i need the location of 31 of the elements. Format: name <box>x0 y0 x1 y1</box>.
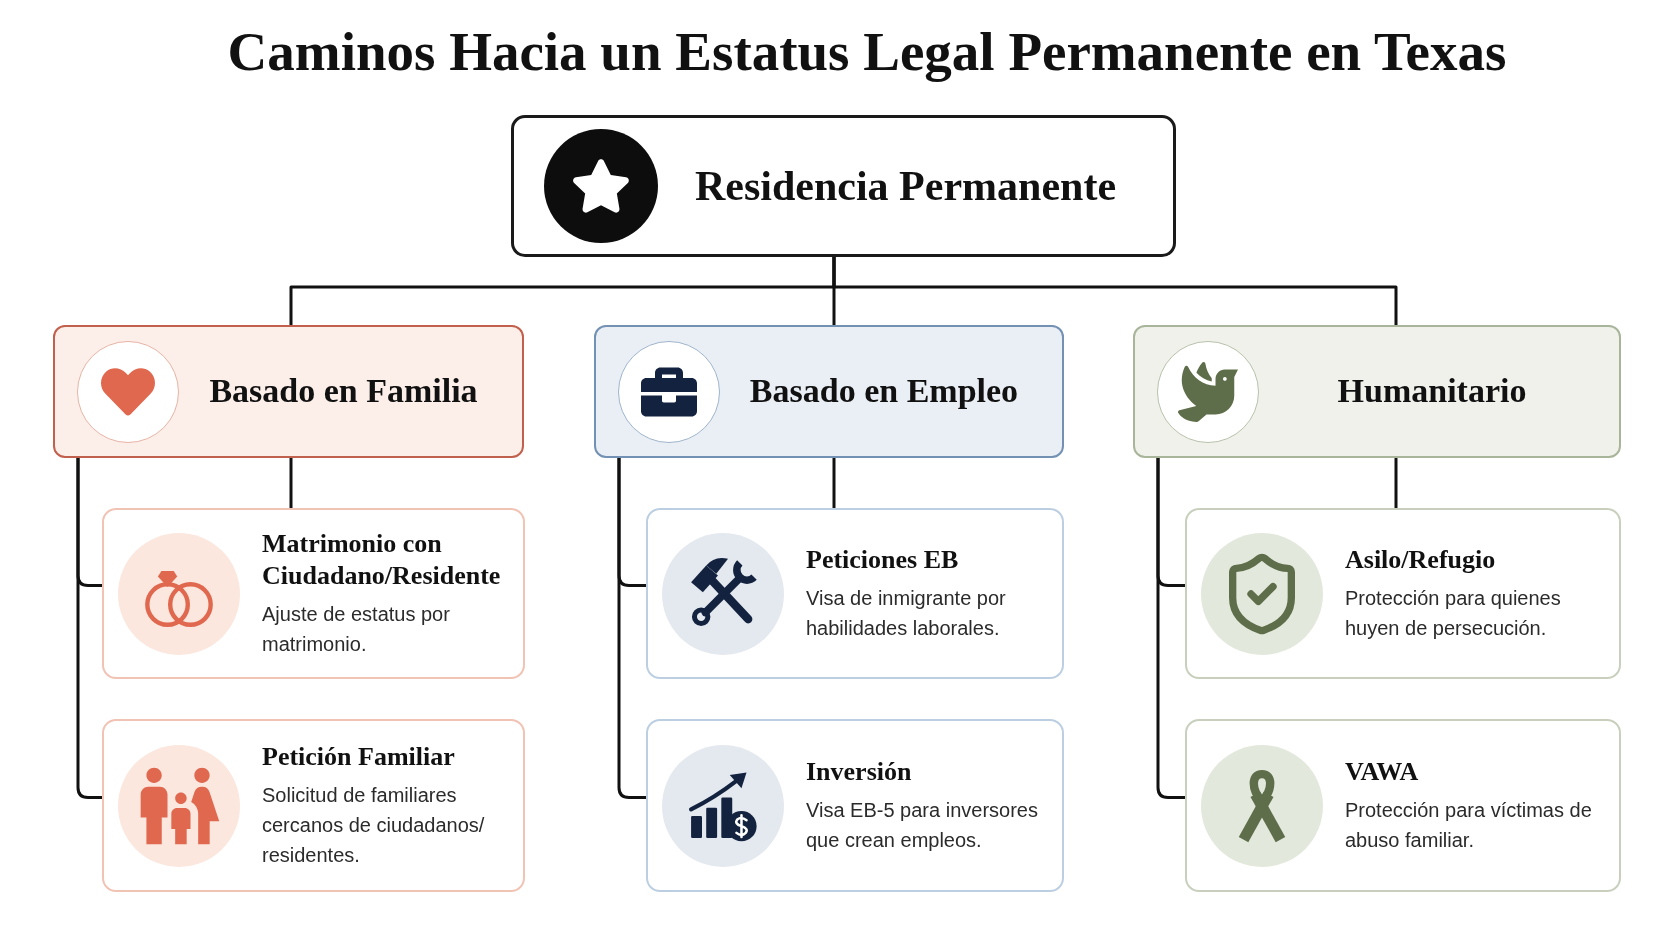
pathway-card <box>1185 719 1621 892</box>
node-description: Protección para víctimas de abuso familiar. <box>1345 798 1593 854</box>
node-description: Ajuste de estatus por matrimonio. <box>262 601 451 657</box>
node-title: VAWA <box>1345 755 1420 788</box>
connector-line <box>1394 458 1398 508</box>
connector-line <box>289 458 293 508</box>
connector-line <box>832 257 1398 325</box>
category-box <box>594 325 1064 458</box>
node-title: Peticiones EB <box>806 543 960 576</box>
pathway-card <box>646 508 1064 679</box>
node-description: Visa de inmigrante por habilidades laborales. <box>806 586 1007 642</box>
node-title: Residencia Permanente <box>694 161 1117 211</box>
node-title: Asilo/Refugio <box>1345 543 1497 576</box>
node-title: Humanitario <box>1337 371 1527 412</box>
pathway-card <box>102 719 525 892</box>
node-title: Matrimonio con Ciudadano/Residente <box>262 528 502 591</box>
connector-line <box>832 458 836 508</box>
pathway-card <box>646 719 1064 892</box>
pathway-card <box>102 508 525 679</box>
pathway-card <box>1185 508 1621 679</box>
node-title: Inversión <box>806 755 913 788</box>
node-description: Solicitud de familiares cercanos de ciudadanos/ residentes. <box>262 783 486 869</box>
category-box <box>1133 325 1621 458</box>
node-description: Protección para quienes huyen de persecución. <box>1345 586 1562 642</box>
root-box <box>511 115 1176 257</box>
node-description: Visa EB-5 para inversores que crean empleos. <box>806 798 1039 854</box>
node-title: Basado en Empleo <box>749 371 1019 412</box>
node-title: Petición Familiar <box>262 740 456 773</box>
diagram-title: Caminos Hacia un Estatus Legal Permanente en Texas <box>227 20 1507 84</box>
node-title: Basado en Familia <box>209 371 478 412</box>
category-box <box>53 325 524 458</box>
